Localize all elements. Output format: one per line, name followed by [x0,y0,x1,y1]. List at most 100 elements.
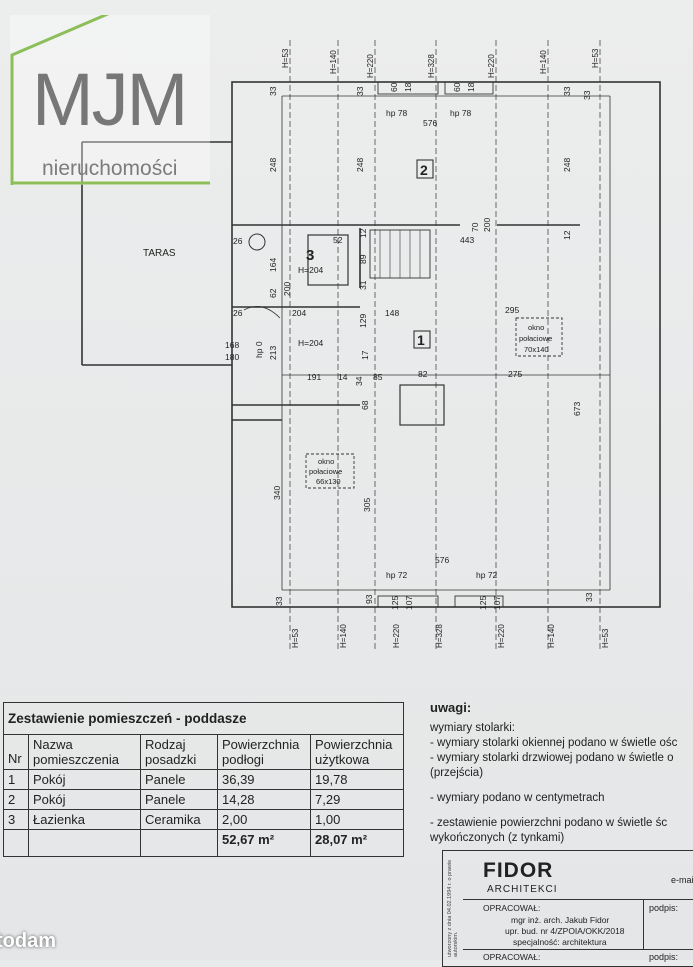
h-label-top-6: H=140 [539,50,548,74]
dim-248-a: 248 [268,158,278,172]
logo-subtitle: nieruchomości [42,157,178,180]
rooms-table: Zestawienie pomieszczeń - poddasze Nr Na… [3,702,404,857]
h-label-top-7: H=53 [591,48,600,68]
row-2-area: 14,28 [217,789,311,810]
h-label-bot-5: H=220 [497,624,506,648]
row-2-nr: 2 [3,789,29,810]
taras-label: TARAS [143,248,176,259]
stamp-signature-label-2: podpis: [649,952,679,962]
label-h204-b: H=204 [298,338,324,348]
header-floor-area: Powierzchnia podłogi [217,734,311,770]
dim-125-a: 125 [390,596,400,610]
dim-576-bot: 576 [435,555,449,565]
h-label-bot-2: H=140 [339,624,348,648]
header-nr: Nr [3,734,29,770]
okno2-l3: 66x130 [316,477,341,486]
room-3-number: 3 [306,247,314,264]
h-label-bot-3: H=220 [392,624,401,648]
header-usable-area: Powierzchnia użytkowa [310,734,404,770]
dim-hp0: hp 0 [254,341,264,358]
h-label-top-2: H=140 [329,50,338,74]
header-name: Nazwa pomieszczenia [28,734,141,770]
stamp-license: upr. bud. nr 4/ZPOIA/OKK/2018 [505,926,625,936]
dim-248-b: 248 [355,158,365,172]
notes-block: uwagi: wymiary stolarki: - wymiary stola… [430,700,693,846]
okno2-l2: połaciowe [309,467,342,476]
dim-18-a: 18 [403,82,413,92]
dim-125-b: 125 [478,596,488,610]
note-line: - wymiary stolarki okiennej podano w świ… [430,737,678,749]
h-label-bot-1: H=53 [291,628,300,648]
note-line: wymiary stolarki: [430,722,515,734]
dim-14: 14 [338,372,348,382]
dim-168: 168 [225,340,239,350]
dim-340: 340 [272,486,282,500]
dim-248-c: 248 [562,158,572,172]
dim-85: 85 [373,372,383,382]
header-floor-type: Rodzaj posadzki [140,734,218,770]
dim-hp72-b: hp 72 [476,570,498,580]
note-line: (przejścia) [430,767,484,779]
watermark-text: todam [0,930,56,952]
dim-12-a: 12 [358,228,368,238]
okno1-l1: okno [528,323,544,332]
title-block-stamp: utworzony z dnia 04.02.1994 r. o prawie … [442,850,693,967]
row-3-name: Łazienka [28,809,141,830]
dim-62: 62 [268,288,278,298]
dim-82: 82 [418,369,428,379]
table-row: 1 Pokój Panele 36,39 19,78 [3,769,404,790]
row-3-floor: Ceramika [140,809,218,830]
table-totals-row: 52,67 m² 28,07 m² [3,829,404,857]
dim-107-b: 107 [492,596,502,610]
dim-107-a: 107 [404,596,414,610]
row-1-name: Pokój [28,769,141,790]
row-2-name: Pokój [28,789,141,810]
row-3-usable: 1,00 [310,809,404,830]
dim-60-b: 60 [452,82,462,92]
logo-frame [10,15,210,185]
dim-hp78-a: hp 78 [386,108,408,118]
dim-60-a: 60 [389,82,399,92]
h-label-top-4: H=328 [427,54,436,78]
dim-129: 129 [358,314,368,328]
dim-443: 443 [460,235,474,245]
dim-33-c: 33 [562,86,572,96]
stamp-specialty: specjalność: architektura [513,937,607,947]
table-header-row: Nr Nazwa pomieszczenia Rodzaj posadzki P… [3,734,404,770]
row-1-floor: Panele [140,769,218,790]
stamp-opracowal-label-2: OPRACOWAŁ: [483,952,541,962]
room-2-number: 2 [420,162,428,178]
dim-33-b: 33 [355,86,365,96]
notes-heading: uwagi: [430,700,472,715]
total-floor-area: 52,67 m² [217,829,311,857]
dim-275: 275 [508,369,522,379]
label-h204-a: H=204 [298,265,324,275]
dim-34: 34 [354,376,364,386]
table-row: 2 Pokój Panele 14,28 7,29 [3,789,404,810]
h-label-top-1: H=53 [281,48,290,68]
stamp-side-note: utworzony z dnia 04.02.1994 r. o prawie … [447,859,459,957]
table-row: 3 Łazienka Ceramika 2,00 1,00 [3,809,404,830]
table-title: Zestawienie pomieszczeń - poddasze [3,702,404,735]
dim-576-top: 576 [423,118,437,128]
dim-200-a: 200 [482,218,492,232]
stamp-opracowal-label: OPRACOWAŁ: [483,903,541,913]
dim-18-b: 18 [466,82,476,92]
dim-33-a: 33 [268,86,278,96]
stamp-signature-label: podpis: [649,903,679,913]
stamp-author: mgr inż. arch. Jakub Fidor [511,915,610,925]
room-1-number: 1 [417,332,425,348]
dim-52: 52 [333,235,343,245]
okno1-l3: 70x140 [524,345,549,354]
dim-12-b: 12 [562,230,572,240]
dim-26-b: 26 [233,308,243,318]
dim-191: 191 [307,372,321,382]
row-2-usable: 7,29 [310,789,404,810]
dim-68: 68 [360,400,370,410]
row-3-area: 2,00 [217,809,311,830]
dim-89: 89 [358,254,368,264]
dim-17: 17 [360,350,370,360]
logo-mark: MJM [32,58,188,141]
dim-33-d: 33 [274,596,284,606]
okno1-l2: połaciowe [519,334,552,343]
